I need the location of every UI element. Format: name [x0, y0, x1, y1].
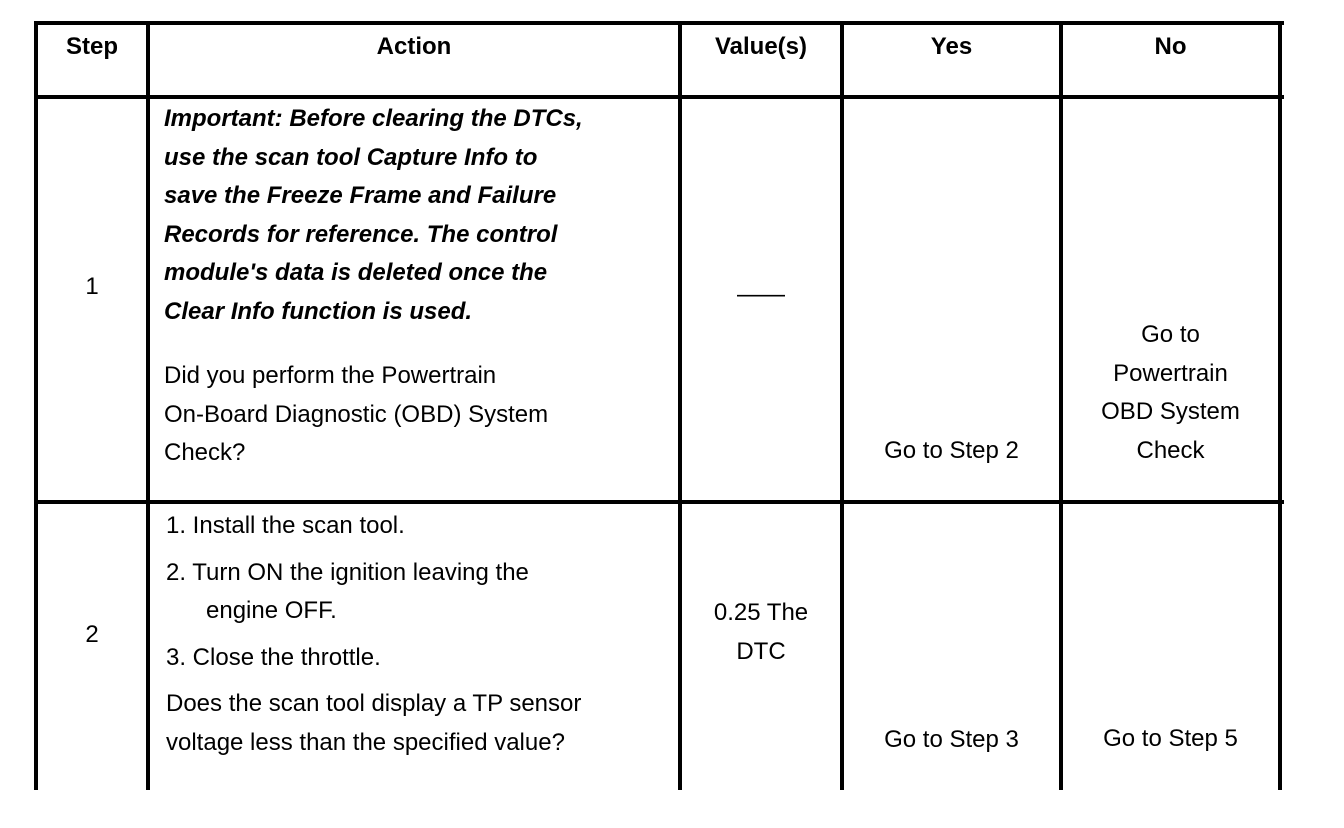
table-divider-value-yes	[840, 21, 844, 790]
question-line: Does the scan tool display a TP sensor	[166, 690, 582, 717]
step-number: 1	[85, 273, 99, 300]
important-note-line: Records for reference. The control	[164, 220, 558, 248]
table-border-top	[34, 21, 1284, 25]
table-divider-yes-no	[1059, 21, 1063, 790]
value-cell: ——	[737, 281, 785, 308]
header-yes: Yes	[930, 33, 973, 60]
question-line: Check?	[164, 439, 246, 466]
table-border-right	[1278, 21, 1282, 790]
table-header-divider	[34, 95, 1284, 99]
step-number: 2	[85, 621, 99, 648]
header-action: Action	[376, 33, 452, 60]
value-line: 0.25 The	[713, 599, 809, 626]
important-note-line: Clear Info function is used.	[164, 297, 473, 325]
header-step: Step	[65, 33, 118, 60]
yes-cell: Go to Step 2	[884, 437, 1019, 464]
important-note-line: use the scan tool Capture Info to	[164, 143, 538, 171]
important-note-line: Important: Before clearing the DTCs,	[164, 105, 583, 132]
procedure-step: 1. Install the scan tool.	[166, 512, 405, 539]
question-line: Did you perform the Powertrain	[164, 362, 497, 389]
important-note-line: save the Freeze Frame and Failure	[164, 182, 557, 209]
no-cell-line: Powertrain	[1113, 359, 1228, 387]
important-note-line: module's data is deleted once the	[164, 259, 548, 286]
value-cell: 0.25 The DTC	[682, 594, 840, 671]
procedure-step: 2. Turn ON the ignition leaving the	[166, 558, 529, 586]
action-cell: 1. Install the scan tool. 2. Turn ON the…	[166, 507, 674, 762]
question-line: On-Board Diagnostic (OBD) System	[164, 400, 549, 428]
header-values: Value(s)	[714, 33, 808, 60]
no-cell: Go to Powertrain OBD System Check	[1063, 316, 1278, 470]
table-border-left	[34, 21, 38, 790]
procedure-step-continuation: engine OFF.	[206, 597, 337, 624]
action-cell: Important: Before clearing the DTCs, use…	[164, 100, 674, 473]
table-row-divider	[34, 500, 1284, 504]
no-cell-line: Go to	[1141, 321, 1200, 348]
no-cell-line: OBD System	[1101, 398, 1240, 425]
value-line: DTC	[736, 637, 786, 665]
table-divider-step-action	[146, 21, 150, 790]
header-no: No	[1154, 33, 1187, 60]
table-divider-action-value	[678, 21, 682, 790]
procedure-step: 3. Close the throttle.	[166, 643, 381, 671]
no-cell: Go to Step 5	[1103, 725, 1238, 752]
no-cell-line: Check	[1136, 436, 1205, 464]
yes-cell: Go to Step 3	[884, 726, 1019, 753]
procedure-list: 1. Install the scan tool. 2. Turn ON the…	[166, 507, 674, 677]
question-line: voltage less than the specified value?	[166, 728, 565, 756]
